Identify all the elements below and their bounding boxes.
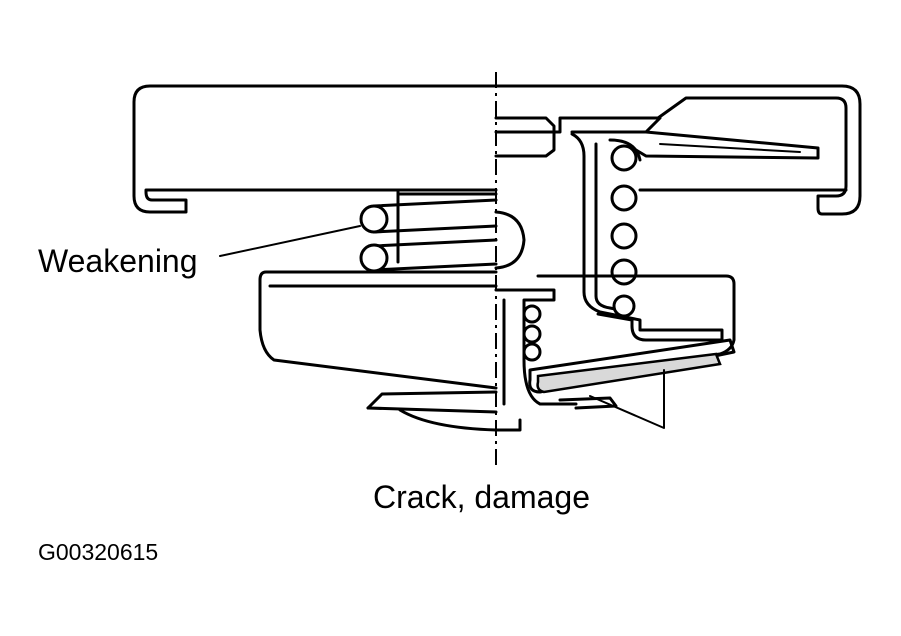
rubber-gasket [536, 352, 722, 394]
center-stem [570, 132, 724, 342]
figure-code: G00320615 [38, 539, 159, 565]
lower-body [258, 270, 736, 432]
weakening-label: Weakening [38, 243, 198, 279]
crack-leader [589, 369, 665, 429]
spring-coil-bottom [359, 243, 389, 273]
upper-spring [359, 190, 526, 273]
valve-assembly [494, 288, 736, 410]
crack-damage-label: Crack, damage [373, 479, 590, 515]
weakening-leader [219, 225, 361, 257]
cap-shell [132, 84, 862, 216]
leader-lines [219, 225, 665, 429]
spring-coil-top [359, 204, 389, 234]
right-spring [610, 144, 638, 318]
